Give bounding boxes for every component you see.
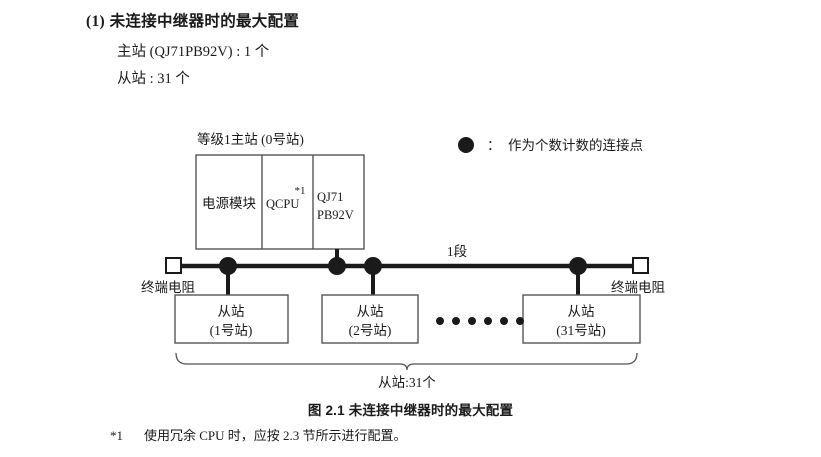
slave-2-station: (2号站): [349, 323, 392, 338]
slave-31-station: (31号站): [556, 323, 606, 338]
module-qcpu-footnote-mark: *1: [295, 185, 306, 197]
slave-box-31: [522, 294, 641, 344]
network-configuration-diagram: ： 作为个数计数的连接点 等级1主站 (0号站) 电源模块 QCPU *1 QJ…: [141, 131, 665, 390]
slave-box-2: [321, 294, 419, 344]
connection-node-master: [328, 257, 346, 275]
footnote: *1 使用冗余 CPU 时，应按 2.3 节所示进行配置。: [110, 425, 407, 444]
master-station-label: 等级1主站 (0号站): [197, 131, 304, 147]
legend-filled-circle-icon: [458, 137, 474, 153]
module-qj71-label-line2: PB92V: [317, 208, 354, 222]
footnote-mark: *1: [110, 428, 123, 443]
footnote-text: 使用冗余 CPU 时，应按 2.3 节所示进行配置。: [144, 428, 407, 443]
legend-text: 作为个数计数的连接点: [508, 137, 643, 153]
slave-31-name: 从站: [568, 304, 595, 319]
module-qj71-label-line1: QJ71: [317, 190, 343, 204]
module-qcpu-label: QCPU: [266, 197, 299, 211]
section-number: (1): [86, 13, 105, 30]
terminator-left-icon: [165, 257, 182, 274]
slave-group-brace: [175, 352, 638, 371]
slave-1-name: 从站: [218, 304, 245, 319]
segment-label: 1段: [447, 244, 467, 259]
ellipsis-dots: [436, 317, 524, 325]
section-title: 未连接中继器时的最大配置: [109, 13, 300, 30]
spec-master-count: 主站 (QJ71PB92V) : 1 个: [117, 44, 270, 60]
terminator-right-label: 终端电阻: [611, 280, 665, 295]
legend-separator: ：: [487, 138, 501, 153]
section-heading: (1) 未连接中继器时的最大配置: [86, 9, 299, 31]
module-power-supply-label: 电源模块: [202, 196, 256, 211]
slave-2-name: 从站: [357, 304, 384, 319]
spec-slave-count: 从站 : 31 个: [117, 71, 190, 87]
slave-box-1: [174, 294, 289, 344]
brace-label: 从站:31个: [378, 375, 436, 390]
terminator-right-icon: [632, 257, 649, 274]
terminator-left-label: 终端电阻: [141, 280, 195, 295]
slave-1-station: (1号站): [210, 323, 253, 338]
master-rack-outline: [195, 154, 365, 250]
figure-caption: 图 2.1 未连接中继器时的最大配置: [307, 403, 514, 418]
